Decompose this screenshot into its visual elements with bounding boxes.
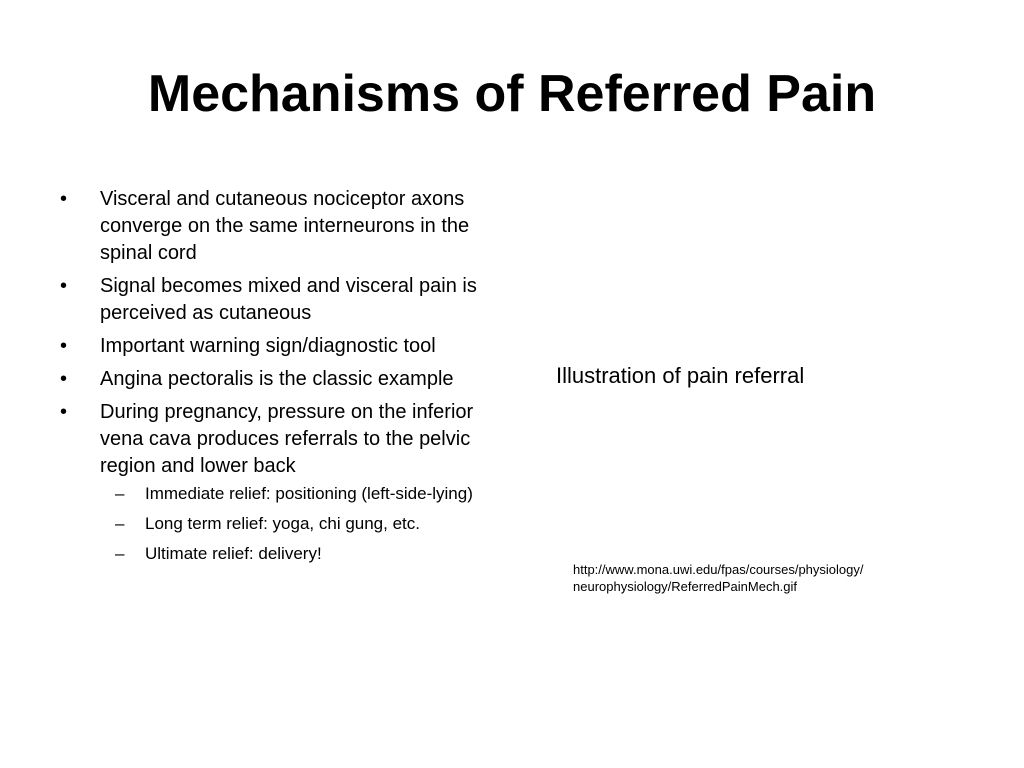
bullet-text: During pregnancy, pressure on the inferi… <box>100 401 474 477</box>
sub-bullet-text: Immediate relief: positioning (left-side… <box>145 484 473 503</box>
sub-bullet-marker: – <box>115 484 125 503</box>
bullet-item: • Important warning sign/diagnostic tool <box>56 333 496 360</box>
sub-bullet-marker: – <box>115 544 125 563</box>
bullet-marker: • <box>60 368 68 390</box>
bullet-marker: • <box>60 275 68 297</box>
bullet-marker: • <box>60 188 68 210</box>
bullet-item: • During pregnancy, pressure on the infe… <box>56 399 496 565</box>
bullet-list: • Visceral and cutaneous nociceptor axon… <box>56 186 496 572</box>
source-url-line-1[interactable]: http://www.mona.uwi.edu/fpas/courses/phy… <box>573 562 864 577</box>
sub-bullet-item: – Long term relief: yoga, chi gung, etc. <box>100 512 496 535</box>
sub-bullet-text: Long term relief: yoga, chi gung, etc. <box>145 514 420 533</box>
sub-bullet-marker: – <box>115 514 125 533</box>
sub-bullet-list: – Immediate relief: positioning (left-si… <box>100 482 496 565</box>
bullet-marker: • <box>60 401 68 423</box>
sub-bullet-item: – Immediate relief: positioning (left-si… <box>100 482 496 505</box>
bullet-item: • Visceral and cutaneous nociceptor axon… <box>56 186 496 267</box>
slide-title: Mechanisms of Referred Pain <box>147 65 877 123</box>
source-url-line-2[interactable]: neurophysiology/ReferredPainMech.gif <box>573 579 798 594</box>
bullet-text: Angina pectoralis is the classic example <box>100 368 454 390</box>
sub-bullet-item: – Ultimate relief: delivery! <box>100 542 496 565</box>
bullet-text: Visceral and cutaneous nociceptor axons … <box>100 188 470 264</box>
bullet-item: • Angina pectoralis is the classic examp… <box>56 366 496 393</box>
bullet-marker: • <box>60 335 68 357</box>
image-caption: Illustration of pain referral <box>556 363 805 388</box>
bullet-item: • Signal becomes mixed and visceral pain… <box>56 273 496 327</box>
bullet-text: Signal becomes mixed and visceral pain i… <box>100 275 477 324</box>
bullet-text: Important warning sign/diagnostic tool <box>100 335 436 357</box>
sub-bullet-text: Ultimate relief: delivery! <box>145 544 322 563</box>
source-url[interactable]: http://www.mona.uwi.edu/fpas/courses/phy… <box>573 561 863 595</box>
